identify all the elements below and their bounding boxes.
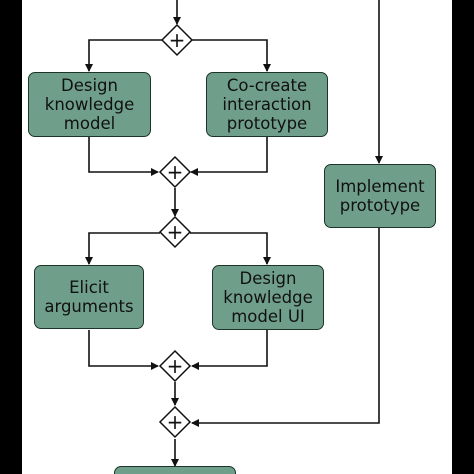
edge-cocreate-to-join-1	[190, 137, 268, 176]
parallel-gateway-split-2: +	[158, 215, 192, 249]
task-cocreate-interaction-prototype: Co-create interaction prototype	[206, 72, 328, 137]
edge-split-1-to-cocreate	[192, 39, 271, 72]
parallel-gateway-join-2: +	[158, 349, 192, 383]
task-implement-prototype: Implement prototype	[324, 164, 436, 228]
parallel-gateway-split-1: +	[160, 23, 194, 57]
edge-split-2-to-elicit	[85, 232, 160, 265]
edge-elicit-to-join-2	[88, 330, 159, 370]
parallel-gateway-join-1: +	[158, 155, 192, 189]
diagram-connectors: + + + + +	[85, 0, 383, 467]
edge-implement-to-join-3	[191, 228, 380, 427]
gateway-plus-symbol: +	[167, 354, 184, 378]
task-elicit-arguments: Elicit arguments	[34, 265, 144, 329]
edge-split-1-to-design-model	[85, 39, 163, 72]
gateway-plus-symbol: +	[169, 28, 186, 52]
task-design-knowledge-model: Design knowledge model	[28, 72, 151, 137]
edge-design-model-to-join-1	[88, 137, 159, 176]
edge-design-ui-to-join-2	[191, 330, 268, 370]
parallel-gateway-join-3: +	[158, 405, 192, 439]
gateway-plus-symbol: +	[167, 410, 184, 434]
task-partial-bottom	[114, 466, 236, 474]
gateway-plus-symbol: +	[167, 220, 184, 244]
task-design-knowledge-model-ui: Design knowledge model UI	[212, 265, 324, 330]
edge-split-2-to-design-ui	[190, 232, 271, 265]
gateway-plus-symbol: +	[167, 160, 184, 184]
process-diagram: + + + + + Design knowledge model Co-crea…	[22, 0, 452, 474]
